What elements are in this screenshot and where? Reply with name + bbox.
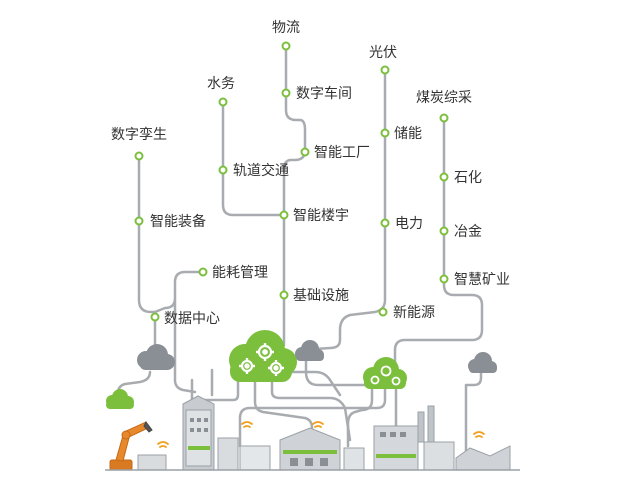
- line-left-factory: [173, 298, 197, 394]
- node-smart-equipment: [134, 216, 144, 226]
- label-water: 水务: [207, 76, 235, 92]
- node-storage: [380, 128, 390, 138]
- cloud-icon: [363, 357, 407, 389]
- node-energy-management: [198, 267, 208, 277]
- line-mid-cloud: [304, 358, 372, 387]
- label-logistics: 物流: [272, 20, 300, 36]
- wifi-icon: [157, 421, 485, 448]
- node-smart-building: [279, 210, 289, 220]
- node-pv: [380, 65, 390, 75]
- node-data-center: [150, 312, 160, 322]
- line-right-green-c: [238, 386, 387, 448]
- line-center-d: [288, 370, 342, 397]
- node-dots: [134, 41, 449, 322]
- gear-icon: [370, 365, 401, 386]
- line-logistics: [282, 44, 307, 347]
- label-smart-building: 智能楼宇: [293, 208, 349, 224]
- label-energy-management: 能耗管理: [212, 265, 268, 281]
- node-metallurgy: [439, 226, 449, 236]
- line-right-green-a: [346, 383, 374, 448]
- label-photovoltaic: 光伏: [369, 45, 397, 61]
- node-smart-factory: [300, 147, 310, 157]
- line-right-cloud: [464, 368, 483, 464]
- label-rail-transit: 轨道交通: [233, 163, 289, 179]
- label-metallurgy: 冶金: [454, 224, 482, 240]
- line-energy-management: [153, 270, 205, 314]
- node-smart-mining: [439, 274, 449, 284]
- label-petrochemical: 石化: [454, 170, 482, 186]
- line-water: [221, 100, 284, 217]
- label-digital-workshop: 数字车间: [296, 86, 352, 102]
- label-coal-mining: 煤炭综采: [416, 90, 472, 106]
- node-infrastructure: [279, 290, 289, 300]
- node-petrochemical: [439, 172, 449, 182]
- gear-icon: [240, 344, 283, 375]
- cloud-icon: [468, 352, 497, 373]
- label-new-energy: 新能源: [393, 305, 435, 321]
- label-infrastructure: 基础设施: [293, 288, 349, 304]
- label-power: 电力: [395, 216, 423, 232]
- node-water: [218, 97, 228, 107]
- node-digital-workshop: [281, 88, 291, 98]
- connector-lines: [116, 44, 484, 464]
- node-logistics: [281, 41, 291, 51]
- cloud-icon: [229, 330, 297, 382]
- node-rail-transit: [218, 165, 228, 175]
- label-data-center: 数据中心: [164, 311, 220, 327]
- line-center-c: [270, 378, 352, 442]
- label-smart-equipment: 智能装备: [150, 214, 206, 230]
- label-smart-factory: 智能工厂: [314, 145, 370, 161]
- line-coal: [393, 116, 484, 364]
- node-new-energy: [378, 307, 388, 317]
- label-digital-twin: 数字孪生: [111, 127, 167, 143]
- robot-arm-icon: [109, 421, 153, 471]
- line-center-a: [253, 378, 314, 442]
- line-pv: [298, 68, 387, 352]
- label-storage: 储能: [394, 126, 422, 142]
- node-digital-twin: [134, 151, 144, 161]
- line-digital-twin: [137, 154, 157, 314]
- cloud-icon: [137, 344, 175, 370]
- node-coal: [439, 113, 449, 123]
- label-smart-mining: 智慧矿业: [454, 272, 510, 288]
- cloud-icon: [295, 340, 324, 361]
- gear-teeth: [239, 343, 284, 376]
- line-center-b: [198, 376, 240, 402]
- factory-icon: [105, 395, 520, 471]
- node-power: [380, 218, 390, 228]
- cloud-icon: [106, 389, 134, 409]
